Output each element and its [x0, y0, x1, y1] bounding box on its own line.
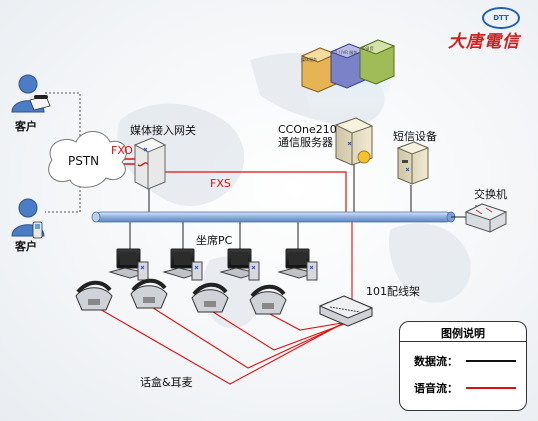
voice-lines: [97, 222, 361, 385]
legend-title: 图例说明: [441, 327, 485, 340]
patch-panel-label: 101配线架: [366, 285, 420, 298]
phones-label: 话盒&耳麦: [140, 376, 193, 389]
agent-pc-label: 坐席PC: [196, 234, 233, 247]
legend-box: 图例说明 数据流： 语音流：: [399, 321, 527, 411]
ccone-server: [334, 117, 374, 166]
patch-panel-device: [318, 295, 374, 327]
legend-data-label: 数据流：: [414, 355, 458, 368]
agent-pc-3: [219, 248, 260, 281]
pstn-cloud: [48, 131, 127, 188]
rack-unit-2: [329, 43, 367, 89]
sms-device: [396, 141, 430, 185]
fxo-label: FXO: [111, 144, 133, 157]
rack-label-2: CTI / IVR 服务: [331, 50, 358, 55]
agent-pc-1: [108, 248, 149, 281]
legend-voice-line: [466, 387, 516, 389]
desk-phone-2: [130, 278, 168, 309]
legend-voice-label: 语音流：: [414, 382, 458, 395]
switch-device: [464, 203, 508, 233]
switch-label: 交换机: [474, 188, 507, 201]
pstn-label: PSTN: [68, 154, 100, 168]
desk-phone-3: [191, 282, 229, 313]
customer-top-figure: [11, 74, 51, 113]
server-rack: [300, 39, 396, 93]
ccone-label-line2: 通信服务器: [278, 136, 333, 149]
company-logo: 大唐電信: [448, 32, 520, 52]
network-backbone: [91, 211, 466, 223]
customer-top-label: 客户: [15, 120, 37, 133]
ccone-label-line1: CCOne210: [278, 123, 337, 136]
legend-divider: [400, 341, 526, 342]
customer-bottom-label: 客户: [15, 240, 37, 253]
rack-label-1: 媒体服务: [301, 57, 317, 62]
customer-bottom-figure: [11, 198, 45, 239]
pstn-dotted-links: [45, 92, 81, 213]
rack-unit-3: [358, 39, 396, 85]
media-gateway-device: [133, 137, 167, 190]
fxs-label: FXS: [210, 177, 231, 190]
rack-label-3: IP录音: [362, 46, 374, 51]
agent-pc-4: [277, 248, 318, 281]
agent-pc-2: [162, 248, 203, 281]
sms-label: 短信设备: [393, 130, 437, 143]
legend-data-line: [466, 360, 516, 362]
desk-phone-4: [249, 284, 287, 315]
gateway-label: 媒体接入网关: [130, 124, 196, 137]
desk-phone-1: [75, 280, 113, 311]
fxs-link: [165, 171, 347, 213]
logo-badge: DTT: [482, 7, 520, 29]
